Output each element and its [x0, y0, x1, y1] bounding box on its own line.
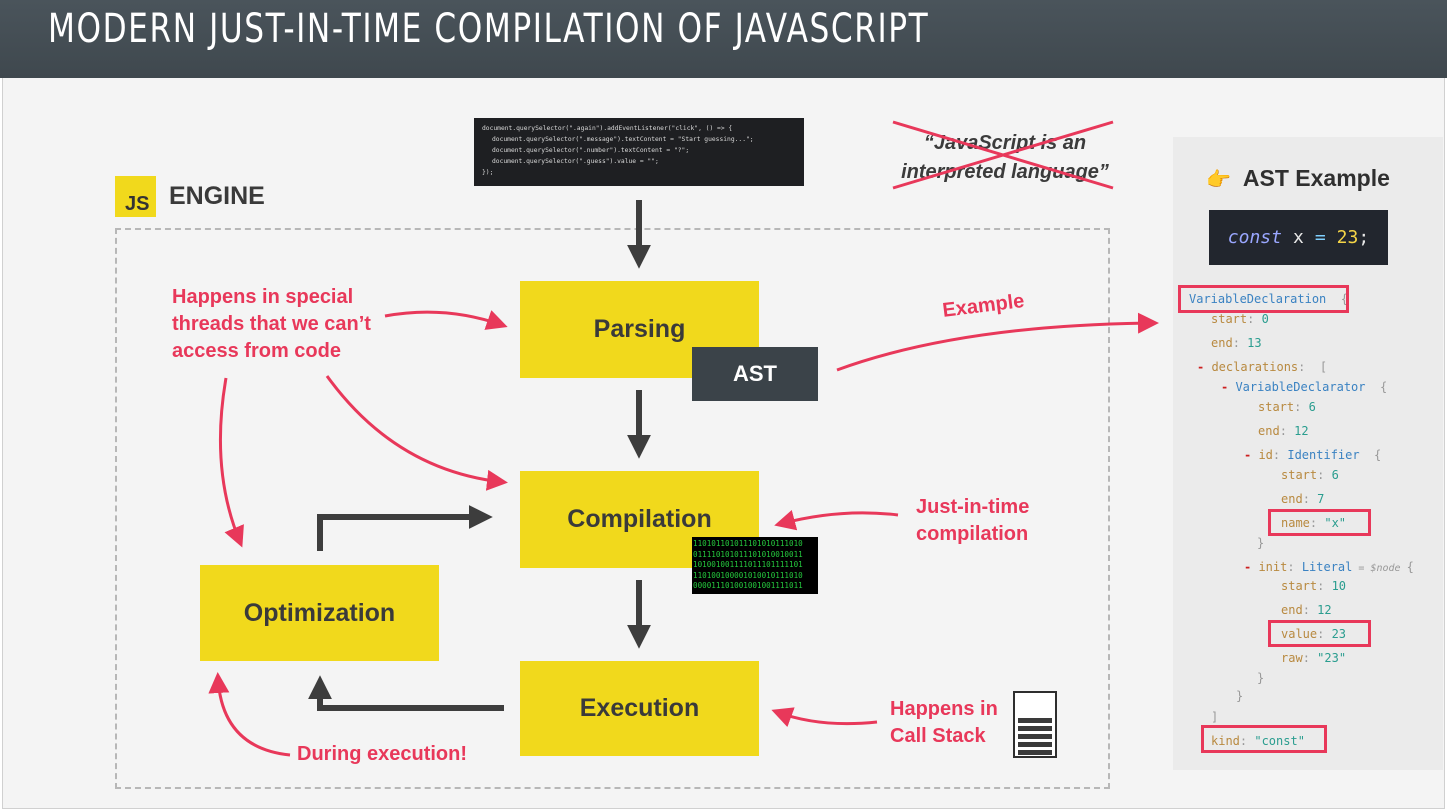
js-logo-icon: JS: [115, 176, 156, 217]
call-stack-icon: [1013, 691, 1057, 758]
ast-id-node: - id: Identifier {: [1244, 448, 1382, 462]
engine-boundary: [115, 228, 1110, 789]
ast-kind: kind: "const": [1211, 734, 1305, 748]
ast-badge: AST: [692, 347, 818, 401]
slide-title: MODERN JUST-IN-TIME COMPILATION OF JAVAS…: [48, 6, 930, 52]
arrow-callstack-to-execution: [771, 707, 878, 728]
highlight-variable-declaration: [1178, 285, 1349, 313]
engine-label: ENGINE: [169, 182, 265, 210]
arrow-ast-to-example: [836, 312, 1159, 372]
arrow-during-to-optimization: [208, 672, 291, 757]
code-line: });: [482, 169, 494, 176]
ast-declarator-node: - VariableDeclarator {: [1221, 380, 1388, 394]
ast-id-end: end: 7: [1281, 492, 1325, 506]
ast-id-name: name: "x": [1281, 516, 1347, 530]
crossed-out-quote: “JavaScript is an interpreted language”: [901, 132, 1109, 183]
arrow-threads-to-parsing: [384, 310, 508, 330]
ast-declarator-start: start: 6: [1258, 400, 1316, 414]
arrow-jit-to-compilation: [774, 509, 899, 531]
ast-id-close: }: [1257, 536, 1265, 550]
ast-init-start: start: 10: [1281, 579, 1347, 593]
crossout-line-2: [892, 120, 1114, 190]
arrow-threads-to-optimization: [218, 377, 244, 548]
code-line: document.querySelector(".message").textC…: [492, 136, 754, 143]
ast-declarator-close: }: [1236, 689, 1244, 703]
ast-root-end: end: 13: [1211, 336, 1262, 350]
highlight-value: [1268, 620, 1371, 647]
ast-init-end: end: 12: [1281, 603, 1332, 617]
ast-root-node: VariableDeclaration {: [1189, 292, 1348, 306]
note-special-threads: Happens in special threads that we can’t…: [172, 286, 371, 362]
ast-example-heading: 👉AST Example: [1206, 165, 1390, 191]
ast-init-node: - init: Literal = $node {: [1244, 560, 1414, 574]
execution-step: Execution: [520, 661, 759, 756]
ast-id-start: start: 6: [1281, 468, 1339, 482]
ast-root-start: start: 0: [1211, 312, 1269, 326]
arrow-threads-to-compilation: [325, 375, 508, 491]
optimization-step: Optimization: [200, 565, 439, 661]
ast-init-close: }: [1257, 671, 1265, 685]
arrow-execution-to-optimization: [308, 675, 504, 711]
ast-declarations: - declarations: [: [1197, 360, 1328, 374]
highlight-name: [1268, 509, 1371, 536]
code-line: document.querySelector(".number").textCo…: [492, 147, 690, 154]
note-jit-compilation: Just-in-time compilation: [916, 496, 1030, 545]
code-line: document.querySelector(".guess").value =…: [492, 158, 659, 165]
note-call-stack: Happens in Call Stack: [890, 698, 998, 747]
code-line: document.querySelector(".again").addEven…: [482, 125, 733, 132]
source-code-snippet: document.querySelector(".again").addEven…: [474, 118, 804, 186]
title-bar: MODERN JUST-IN-TIME COMPILATION OF JAVAS…: [0, 0, 1447, 78]
ast-declarations-close: ]: [1211, 710, 1219, 724]
ast-init-value: value: 23: [1281, 627, 1347, 641]
ast-init-raw: raw: "23": [1281, 651, 1347, 665]
note-during-execution: During execution!: [297, 743, 468, 765]
ast-declarator-end: end: 12: [1258, 424, 1309, 438]
pointing-hand-icon: 👉: [1206, 167, 1231, 191]
highlight-kind: [1201, 725, 1327, 753]
arrow-optimization-to-compilation: [317, 505, 493, 551]
